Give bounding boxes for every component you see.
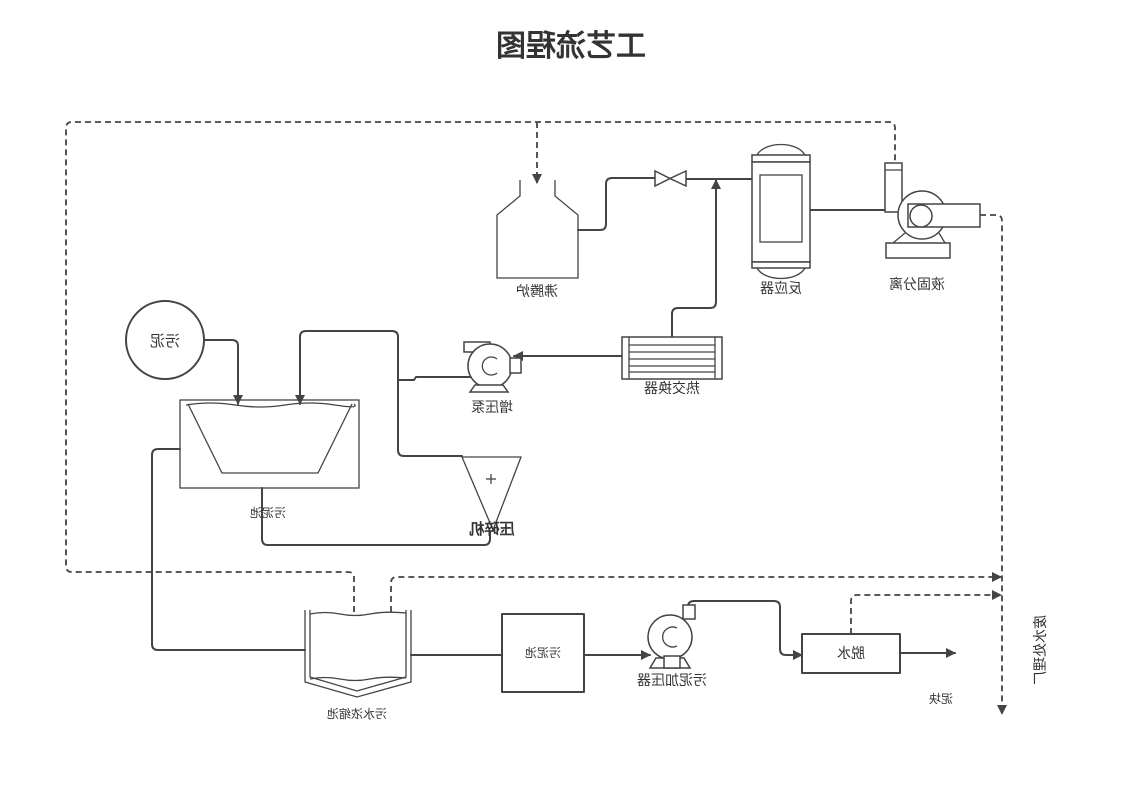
concentration-basin-label: 污水浓缩池 bbox=[327, 706, 387, 721]
dashed-main-return-line bbox=[65, 121, 896, 612]
booster-pump-icon bbox=[463, 341, 522, 393]
booster-pump-label: 增压泵 bbox=[471, 400, 513, 416]
dashed-dewatering-waste-arrow bbox=[850, 590, 1002, 634]
pressurizer-to-dewatering-arrow bbox=[687, 600, 803, 660]
reactor-label: 反应器 bbox=[760, 280, 802, 297]
heat-exchanger-icon bbox=[621, 336, 723, 380]
sludge-source-label: 污泥 bbox=[150, 332, 180, 350]
separator-label: 液固分离 bbox=[889, 276, 945, 293]
heat-exchanger-label: 热交换器 bbox=[644, 380, 700, 397]
concentration-basin-icon bbox=[304, 610, 412, 698]
crusher-label: 压碎机 bbox=[469, 520, 514, 538]
sludge-tank-label: 污泥池 bbox=[250, 506, 286, 520]
sludge-cake-label: 泥块 bbox=[929, 692, 953, 706]
reactor-icon bbox=[751, 143, 811, 280]
tank-to-basin-line bbox=[151, 448, 306, 651]
sludge-tank-icon bbox=[179, 399, 360, 489]
crusher-return-arrow bbox=[295, 330, 463, 457]
dashed-separator-waste-arrow bbox=[980, 214, 1007, 715]
sludge-pressurizer-label: 污泥加压器 bbox=[637, 673, 707, 689]
dewatering-label: 脱水 bbox=[837, 646, 865, 662]
fluidized-furnace-icon bbox=[496, 180, 579, 279]
fluidized-furnace-label: 沸腾炉 bbox=[516, 283, 558, 300]
dewatering-box bbox=[801, 633, 901, 674]
sludge-source-circle bbox=[125, 300, 205, 380]
furnace-outlet-line bbox=[577, 177, 656, 231]
crusher-icon bbox=[461, 456, 522, 532]
sludge-pressurizer-icon bbox=[647, 604, 696, 669]
valve-icon bbox=[654, 169, 687, 188]
sludge-source-arrow bbox=[203, 339, 243, 405]
dashed-basin-overflow-arrow bbox=[390, 572, 1002, 612]
sludge-pool-label: 污泥池 bbox=[525, 646, 561, 660]
pump-outlet-line bbox=[397, 376, 471, 381]
diagram-title: 工艺流程图 bbox=[496, 29, 646, 64]
exchanger-to-reactor-arrow bbox=[671, 179, 721, 338]
tank-to-crusher-line bbox=[261, 487, 491, 546]
separator-icon bbox=[884, 162, 981, 259]
sludge-pool-box bbox=[501, 613, 585, 693]
wastewater-plant-label: 废水处理厂 bbox=[1033, 615, 1049, 685]
